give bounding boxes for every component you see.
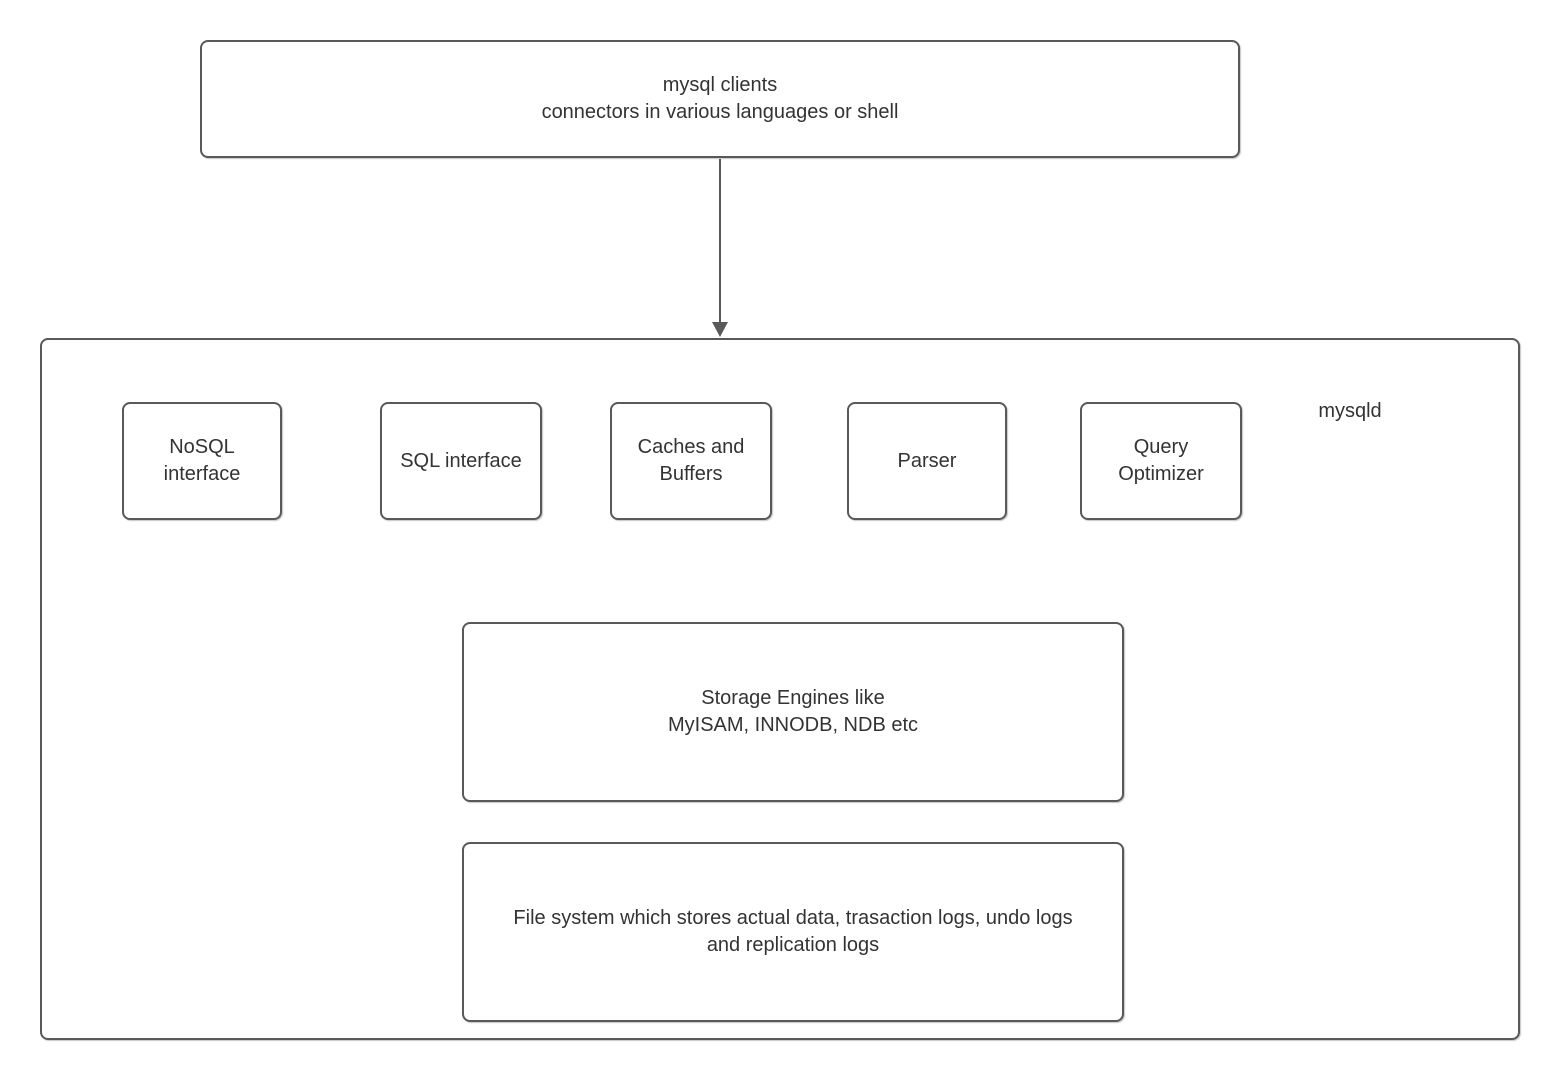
storage-engines-box: Storage Engines like MyISAM, INNODB, NDB… xyxy=(462,622,1124,802)
mysql-clients-label: mysql clients connectors in various lang… xyxy=(541,74,899,123)
node-caches-and-buffers-label: Caches and Buffers xyxy=(637,436,745,485)
node-parser: Parser xyxy=(847,402,1007,520)
clients-to-mysqld-arrowhead-icon xyxy=(712,322,728,337)
file-system-label: File system which stores actual data, tr… xyxy=(513,907,1073,956)
storage-engines-label: Storage Engines like MyISAM, INNODB, NDB… xyxy=(667,687,919,736)
node-nosql-interface-label: NoSQL interface xyxy=(163,436,241,485)
node-caches-and-buffers: Caches and Buffers xyxy=(610,402,772,520)
clients-to-mysqld-arrow-line xyxy=(719,159,721,324)
node-sql-interface: SQL interface xyxy=(380,402,542,520)
node-parser-label: Parser xyxy=(897,449,957,472)
node-query-optimizer-label: Query Optimizer xyxy=(1118,436,1204,485)
node-nosql-interface: NoSQL interface xyxy=(122,402,282,520)
mysqld-container-label: mysqld xyxy=(1318,400,1382,422)
node-query-optimizer: Query Optimizer xyxy=(1080,402,1242,520)
node-sql-interface-label: SQL interface xyxy=(400,449,522,472)
mysqld-container-box: mysqld NoSQL interface SQL interface Cac… xyxy=(40,338,1520,1040)
file-system-box: File system which stores actual data, tr… xyxy=(462,842,1124,1022)
mysql-clients-box: mysql clients connectors in various lang… xyxy=(200,40,1240,158)
